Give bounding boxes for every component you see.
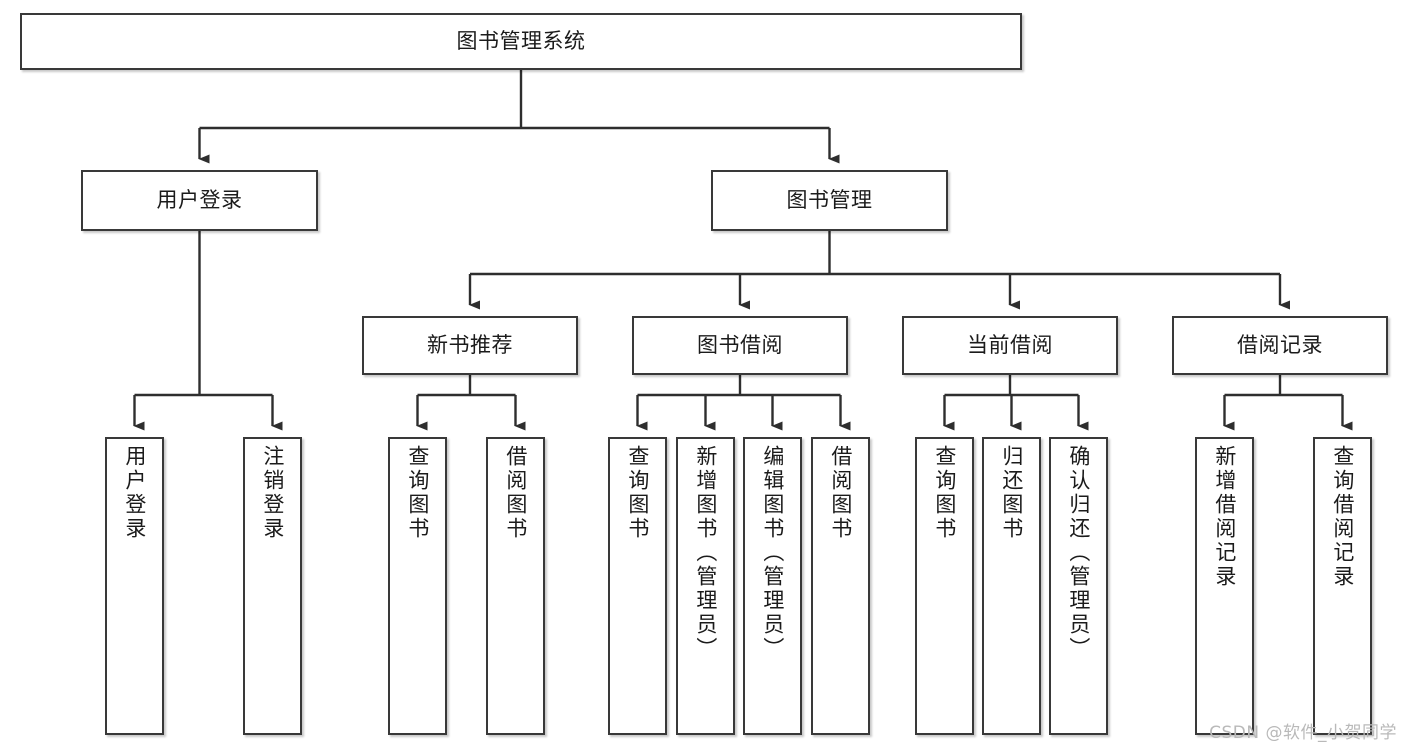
node-book-borrow[interactable]: 图书借阅	[632, 316, 848, 375]
node-label: 归还图书	[999, 445, 1024, 541]
node-label: 新增图书（管理员）	[693, 445, 718, 661]
node-label: 查询图书	[625, 445, 650, 541]
node-current-borrow[interactable]: 当前借阅	[902, 316, 1118, 375]
node-label: 新书推荐	[427, 333, 513, 358]
node-leaf-query-borrow-record[interactable]: 查询借阅记录	[1313, 437, 1372, 735]
node-leaf-query-book[interactable]: 查询图书	[608, 437, 667, 735]
node-book-management-module[interactable]: 图书管理	[711, 170, 948, 231]
node-label: 注销登录	[260, 445, 285, 541]
node-label: 用户登录	[156, 188, 243, 213]
node-user-login-module[interactable]: 用户登录	[81, 170, 318, 231]
node-label: 当前借阅	[967, 333, 1053, 358]
node-leaf-add-book-admin[interactable]: 新增图书（管理员）	[676, 437, 735, 735]
watermark-text: CSDN @软件_小贺同学	[1209, 723, 1397, 743]
node-label: 图书管理系统	[456, 29, 586, 54]
node-label: 借阅图书	[828, 445, 853, 541]
node-label: 确认归还（管理员）	[1066, 445, 1091, 661]
node-root[interactable]: 图书管理系统	[20, 13, 1022, 70]
node-label: 新增借阅记录	[1212, 445, 1237, 589]
node-label: 查询图书	[405, 445, 430, 541]
node-leaf-return-book[interactable]: 归还图书	[982, 437, 1041, 735]
node-label: 借阅记录	[1237, 333, 1323, 358]
node-leaf-query-book-recommend[interactable]: 查询图书	[388, 437, 447, 735]
node-borrow-records[interactable]: 借阅记录	[1172, 316, 1388, 375]
node-label: 图书借阅	[697, 333, 783, 358]
node-leaf-borrow-book-recommend[interactable]: 借阅图书	[486, 437, 545, 735]
node-new-book-recommend[interactable]: 新书推荐	[362, 316, 578, 375]
node-leaf-add-borrow-record[interactable]: 新增借阅记录	[1195, 437, 1254, 735]
node-label: 查询图书	[932, 445, 957, 541]
node-label: 编辑图书（管理员）	[760, 445, 785, 661]
node-leaf-borrow-book[interactable]: 借阅图书	[811, 437, 870, 735]
node-leaf-confirm-return-admin[interactable]: 确认归还（管理员）	[1049, 437, 1108, 735]
node-leaf-logout[interactable]: 注销登录	[243, 437, 302, 735]
node-label: 查询借阅记录	[1330, 445, 1355, 589]
node-label: 用户登录	[122, 445, 147, 541]
node-leaf-user-login[interactable]: 用户登录	[105, 437, 164, 735]
node-leaf-query-book-current[interactable]: 查询图书	[915, 437, 974, 735]
node-leaf-edit-book-admin[interactable]: 编辑图书（管理员）	[743, 437, 802, 735]
node-label: 借阅图书	[503, 445, 528, 541]
node-label: 图书管理	[786, 188, 873, 213]
